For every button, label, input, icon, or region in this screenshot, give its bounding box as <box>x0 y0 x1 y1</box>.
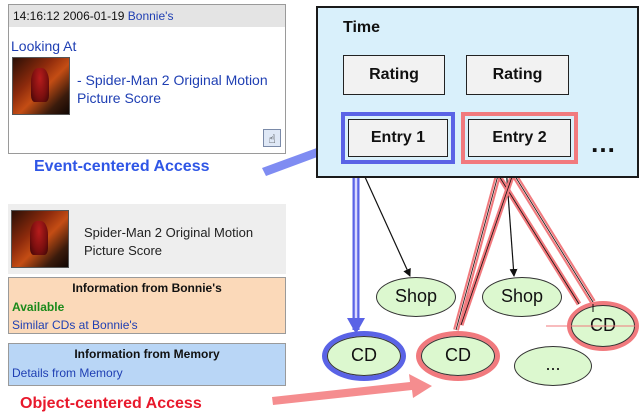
album-cover-thumbnail[interactable] <box>11 210 69 268</box>
info-from-memory-panel: Information from Memory Details from Mem… <box>8 343 286 386</box>
event-card: 14:16:12 2006-01-19 Bonnie's Looking At … <box>8 4 286 154</box>
shop-node-1[interactable]: Shop <box>376 277 456 317</box>
entry-box-1[interactable]: Entry 1 <box>341 112 455 164</box>
shop-node-2[interactable]: Shop <box>482 277 562 317</box>
object-access-arrow <box>272 374 432 405</box>
event-header: 14:16:12 2006-01-19 Bonnie's <box>9 5 285 27</box>
entry-box-2[interactable]: Entry 2 <box>461 112 578 164</box>
availability-status: Available <box>12 300 65 314</box>
cd-node-2-highlight <box>416 331 500 381</box>
more-node: ... <box>514 346 592 386</box>
entry-1-label: Entry 1 <box>348 119 448 157</box>
entry1-shop1-link <box>359 165 411 277</box>
hand-pointer-icon[interactable]: ☝ <box>263 129 281 147</box>
cd-node-2[interactable]: CD <box>421 336 495 376</box>
similar-cds-link[interactable]: Similar CDs at Bonnie's <box>12 318 138 332</box>
cd-node-1[interactable]: CD <box>327 336 401 376</box>
looking-at-label[interactable]: Looking At <box>11 38 77 54</box>
event-timestamp: 14:16:12 2006-01-19 <box>13 9 125 23</box>
event-access-label: Event-centered Access <box>34 158 210 175</box>
rating-box-2[interactable]: Rating <box>466 55 569 95</box>
time-label: Time <box>343 19 381 36</box>
album-title-link[interactable]: - Spider-Man 2 Original Motion Picture S… <box>77 72 268 106</box>
info-from-bonnie-panel: Information from Bonnie's Available Simi… <box>8 277 286 334</box>
album-cover-image[interactable] <box>12 57 70 115</box>
entry-2-label: Entry 2 <box>468 119 571 157</box>
cd-node-3[interactable]: CD <box>571 305 635 347</box>
cd-node-1-highlight <box>322 331 406 381</box>
object-access-label: Object-centered Access <box>20 395 202 412</box>
timeline-ellipsis: … <box>590 128 618 158</box>
memory-heading: Information from Memory <box>74 347 220 361</box>
memory-details-link[interactable]: Details from Memory <box>12 366 123 380</box>
event-user-link[interactable]: Bonnie's <box>127 9 174 23</box>
object-album-title: Spider-Man 2 Original Motion Picture Sco… <box>84 225 254 258</box>
rating-box-1[interactable]: Rating <box>343 55 445 95</box>
bonnie-heading: Information from Bonnie's <box>72 281 222 295</box>
